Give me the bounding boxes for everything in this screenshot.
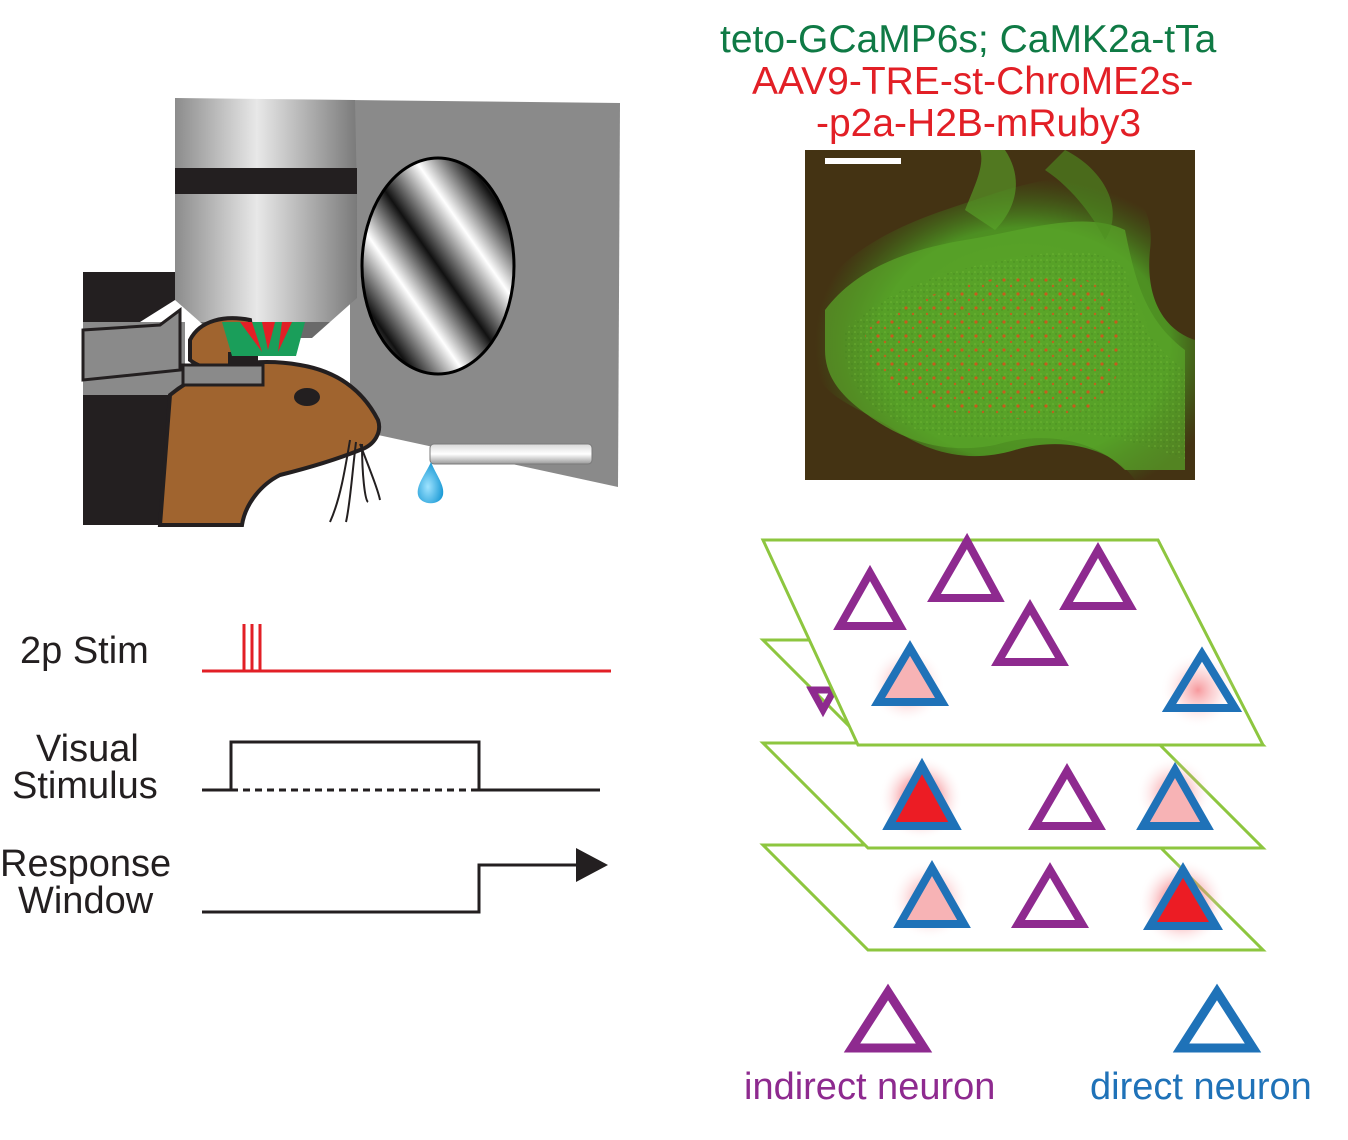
two-photon-fov-image <box>805 150 1195 480</box>
neuron-indirect <box>1059 541 1137 610</box>
neuron-direct <box>1143 862 1223 930</box>
neuron-direct <box>870 640 950 706</box>
arrow-head-icon <box>576 848 608 882</box>
timeline-label-visual: Visual <box>36 728 139 770</box>
neuron-indirect <box>833 564 907 630</box>
timeline-label-window: Window <box>18 880 154 922</box>
lick-spout <box>417 443 593 504</box>
neuron-direct <box>1136 761 1214 830</box>
trial-timeline <box>202 624 611 914</box>
neuron-indirect <box>991 599 1069 666</box>
water-drop <box>417 462 444 504</box>
response-window-trace <box>202 863 585 914</box>
timeline-label-2p-stim: 2p Stim <box>20 630 149 672</box>
stim-trace <box>202 624 611 673</box>
neuron-indirect <box>927 532 1005 602</box>
scale-bar <box>825 158 901 164</box>
genotype-line-2: AAV9-TRE-st-ChroME2s- <box>752 60 1194 103</box>
neuron-indirect <box>1028 763 1106 830</box>
legend-indirect-icon <box>843 983 933 1053</box>
head-fixation-frame <box>81 272 185 525</box>
neuron-direct <box>882 757 962 830</box>
neuron-direct <box>1161 646 1243 712</box>
neuron-direct <box>893 859 971 928</box>
genotype-line-1: teto-GCaMP6s; CaMK2a-tTa <box>720 18 1217 61</box>
visual-stimulus-trace <box>202 740 600 792</box>
timeline-label-response: Response <box>0 843 172 885</box>
head-plate <box>181 363 265 387</box>
legend-direct-label: direct neuron <box>1090 1066 1312 1108</box>
grating-stimulus <box>360 156 516 376</box>
timeline-label-stimulus: Stimulus <box>12 765 158 807</box>
mouse-eye <box>294 388 320 406</box>
neuron-indirect <box>1010 862 1090 928</box>
legend-indirect-label: indirect neuron <box>744 1066 996 1108</box>
monitor <box>350 100 620 487</box>
imaging-beam <box>222 322 305 356</box>
legend-direct-icon <box>1172 983 1262 1053</box>
imaging-planes-diagram <box>759 532 1267 1053</box>
neuron-indirect <box>806 686 840 718</box>
objective-lens <box>175 98 357 338</box>
genotype-line-3: -p2a-H2B-mRuby3 <box>816 102 1142 145</box>
